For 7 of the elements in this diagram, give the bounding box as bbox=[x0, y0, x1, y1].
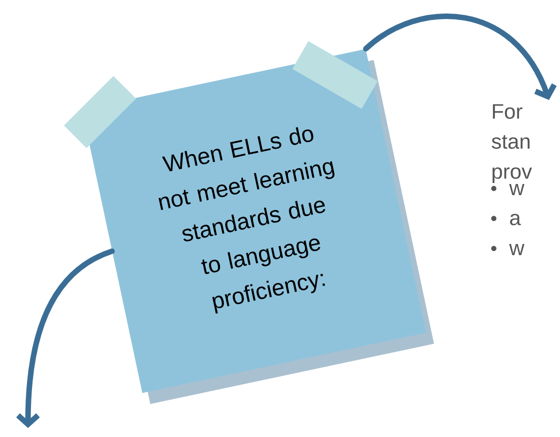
node-label: w bbox=[509, 244, 524, 256]
node-label: a bbox=[510, 214, 521, 226]
node-label: w bbox=[509, 184, 524, 196]
node-label: For stan prov bbox=[492, 104, 532, 184]
arrow bbox=[363, 13, 557, 100]
arrow bbox=[16, 248, 115, 428]
text-block: For stan prov w a w bbox=[491, 104, 532, 256]
